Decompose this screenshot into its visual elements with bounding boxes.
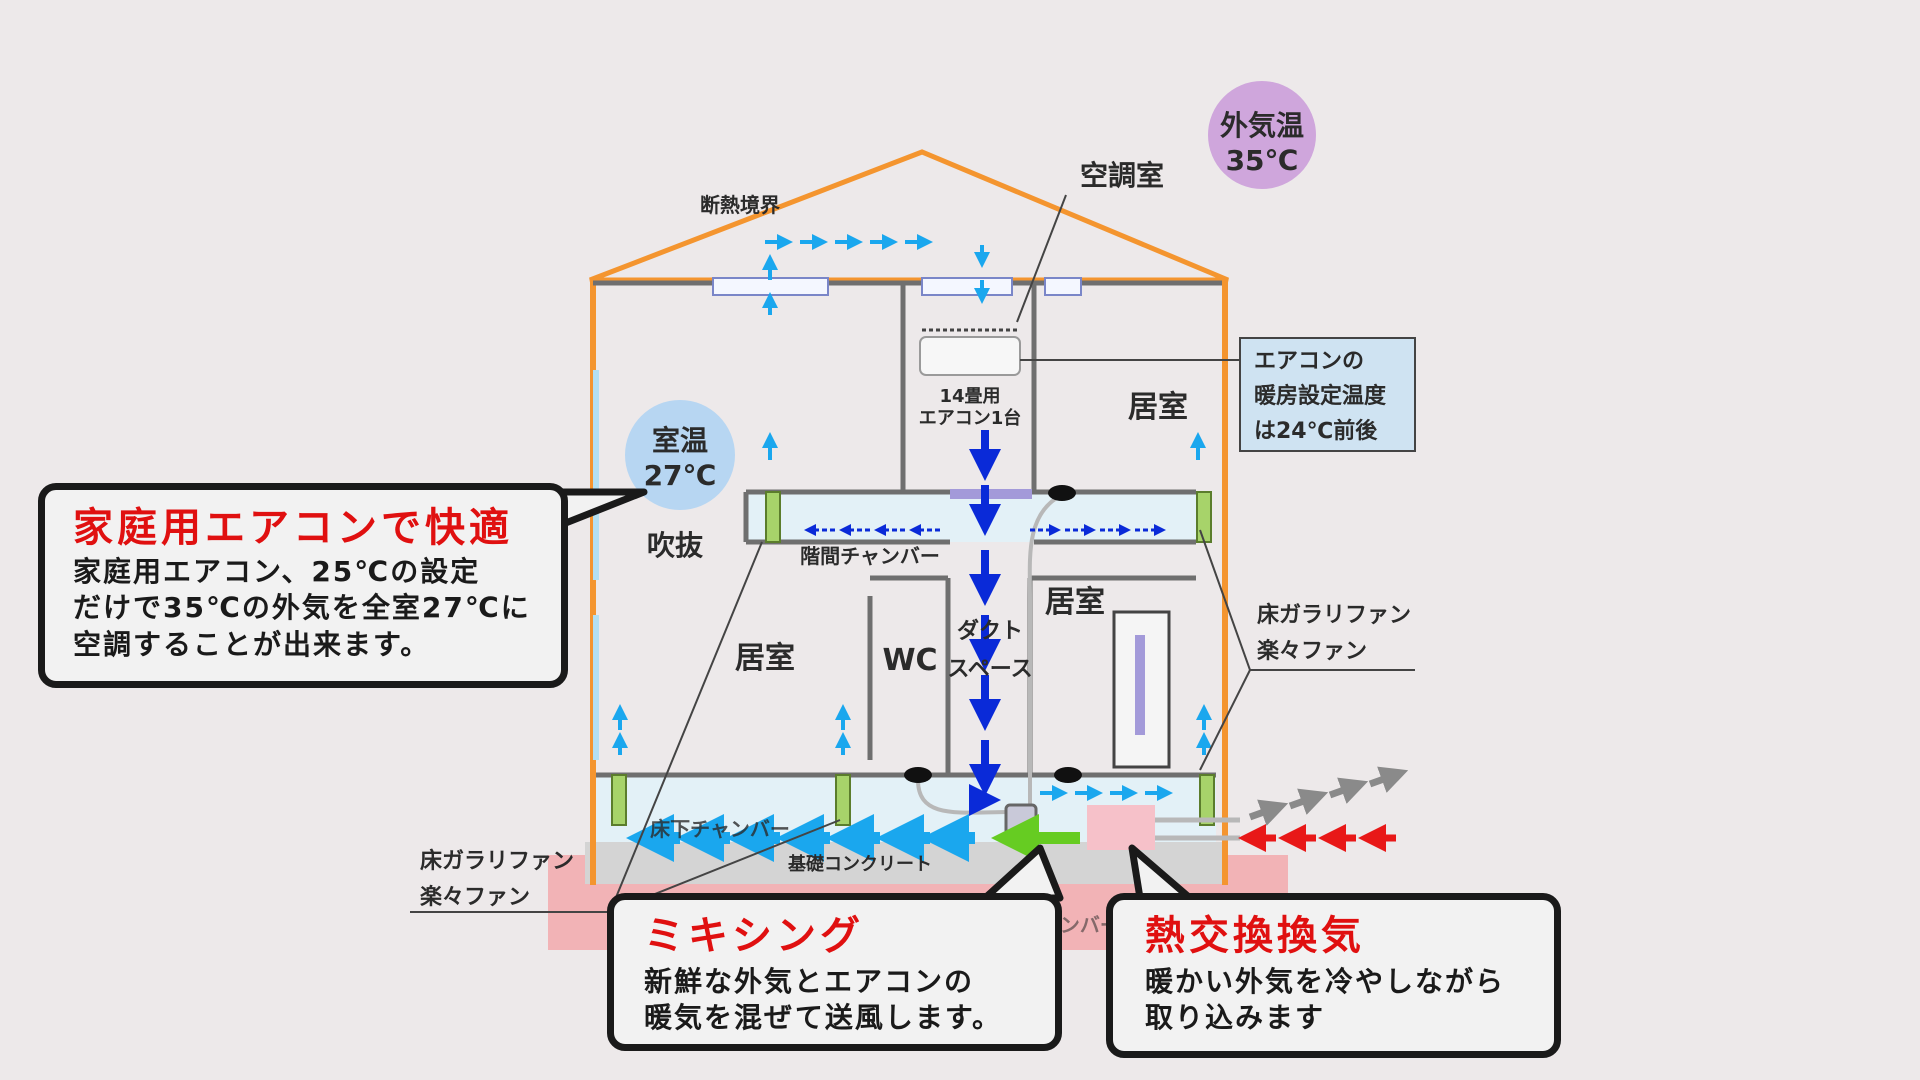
heat-exchange-callout: 熱交換換気 暖かい外気を冷やしながら 取り込みます xyxy=(1106,893,1561,1058)
ac-setting-box xyxy=(1239,337,1416,452)
leader-lines xyxy=(410,194,1415,913)
duct-pipe-2 xyxy=(916,779,1011,815)
underfloor-chamber-label: 床下チャンバー xyxy=(650,817,790,841)
heat-exchange-callout-line-1: 暖かい外気を冷やしながら xyxy=(1145,965,1506,998)
atrium-label: 吹抜 xyxy=(647,529,704,562)
air-conditioner-unit xyxy=(919,336,1021,376)
inter-floor-chamber xyxy=(746,492,1196,542)
outside-temp-circle xyxy=(1208,81,1316,189)
ac-filter xyxy=(950,489,1032,499)
room-temp-label-1: 室温 xyxy=(652,424,708,457)
foundation-label: 基礎コンクリート xyxy=(787,853,932,875)
duct-pipe xyxy=(1027,494,1062,812)
ac-setting-label-2: 暖房設定温度 xyxy=(1254,383,1387,409)
room-label-top-right: 居室 xyxy=(1128,390,1188,425)
heat-exchange-callout-title: 熱交換換気 xyxy=(1145,913,1365,959)
ac-unit-label-1: 14畳用 xyxy=(939,386,1000,407)
inter-floor-chamber-label: 階間チャンバー xyxy=(800,544,940,568)
ac-unit-label-2: エアコン1台 xyxy=(919,407,1022,429)
wall-diffuser xyxy=(1135,635,1145,735)
duct-outlet-3 xyxy=(1054,767,1082,783)
roof-outline xyxy=(589,149,1229,283)
mixing-callout-title: ミキシング xyxy=(644,913,864,959)
duct-space-label-1: ダクト xyxy=(957,618,1023,644)
mixing-callout-line-1: 新鮮な外気とエアコンの xyxy=(644,965,975,998)
room-temp-label-2: 27℃ xyxy=(644,459,717,492)
floor-fan-left-label-1: 床ガラリファン xyxy=(420,848,574,874)
ac-setting-label-1: エアコンの xyxy=(1254,349,1364,374)
room-temp-circle xyxy=(625,400,735,510)
circulation-arrows xyxy=(612,234,1212,801)
comfort-callout-line-1: 家庭用エアコン、25℃の設定 xyxy=(73,555,481,588)
mixing-box xyxy=(1004,803,1038,837)
outside-temp-label-1: 外気温 xyxy=(1220,109,1304,142)
comfort-callout-title: 家庭用エアコンで快適 xyxy=(73,505,513,551)
heat-exchanger xyxy=(1087,805,1155,850)
duct-outlet-1 xyxy=(1048,485,1076,501)
ceiling-vent-mid xyxy=(921,277,1013,296)
room-label-mid-left: 居室 xyxy=(735,641,795,676)
comfort-callout-line-2: だけで35℃の外気を全室27℃に xyxy=(73,591,531,625)
mixing-callout-line-2: 暖気を混ぜて送風します。 xyxy=(644,1001,1003,1035)
comfort-callout: 家庭用エアコンで快適 家庭用エアコン、25℃の設定 だけで35℃の外気を全室27… xyxy=(38,483,568,688)
room-label-mid-right: 居室 xyxy=(1045,585,1105,620)
ac-room-label: 空調室 xyxy=(1080,159,1164,192)
heat-exchange-callout-line-2: 取り込みます xyxy=(1145,1001,1326,1035)
outside-temp-label-2: 35℃ xyxy=(1226,144,1299,177)
exhaust-air-arrows xyxy=(1248,766,1409,826)
duct-space-label-2: スペース xyxy=(947,657,1032,682)
duct-outlet-2 xyxy=(904,767,932,783)
ac-setting-label-3: は24℃前後 xyxy=(1254,418,1378,444)
ceiling-vent-left xyxy=(712,277,829,296)
floor-fans xyxy=(611,491,1215,826)
floor-fan-right-label-2: 楽々ファン xyxy=(1257,638,1367,664)
comfort-callout-line-3: 空調することが出来ます。 xyxy=(73,627,431,661)
floor-fan-right-label-1: 床ガラリファン xyxy=(1257,602,1411,628)
wc-label: WC xyxy=(882,643,937,678)
insulation-boundary-label: 断熱境界 xyxy=(700,193,780,217)
ceiling-vent-right xyxy=(1044,277,1082,296)
mixing-callout: ミキシング 新鮮な外気とエアコンの 暖気を混ぜて送風します。 xyxy=(607,893,1062,1051)
floor-fan-left-label-2: 楽々ファン xyxy=(420,884,530,910)
